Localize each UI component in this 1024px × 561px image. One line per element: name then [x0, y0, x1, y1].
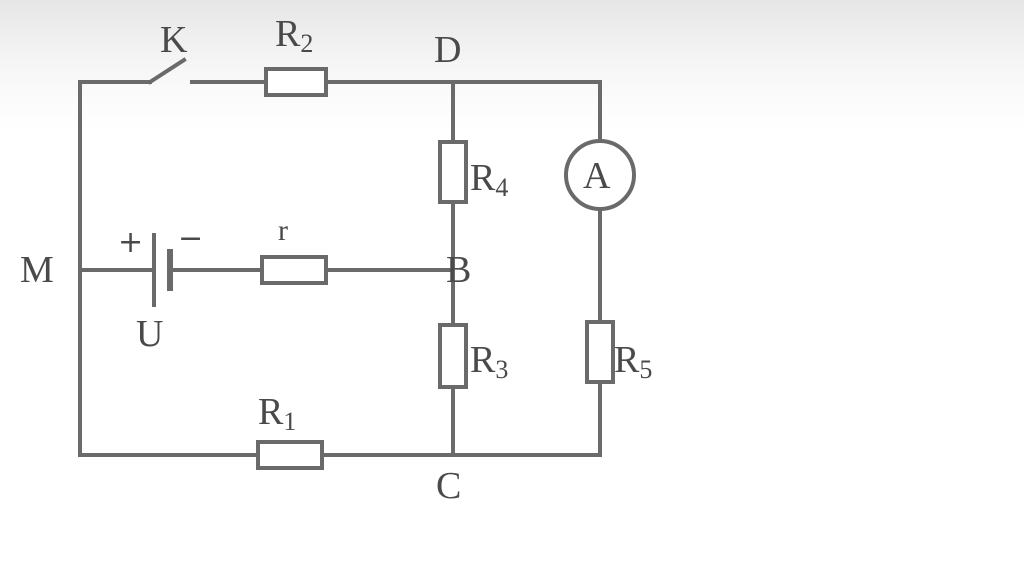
node-d-label: D — [434, 29, 461, 71]
resistor-r5 — [585, 320, 615, 384]
battery-minus-label: − — [178, 221, 203, 256]
top-branch — [78, 57, 602, 97]
resistor-r4-label: R4 — [470, 157, 508, 202]
middle-branch — [78, 233, 455, 307]
node-b-label: B — [446, 249, 471, 291]
resistor-internal-r — [260, 255, 328, 285]
node-m-label: M — [20, 249, 54, 291]
internal-r-label: r — [278, 214, 288, 247]
battery-u-label: U — [136, 313, 163, 355]
resistor-r1 — [256, 440, 324, 470]
resistor-r1-label: R1 — [258, 391, 296, 436]
battery-plus-label: + — [118, 225, 143, 260]
dbc-branch — [438, 80, 468, 457]
resistor-r3-label: R3 — [470, 339, 508, 384]
resistor-r3 — [438, 323, 468, 389]
bottom-branch — [78, 440, 602, 470]
ammeter-label: A — [583, 155, 611, 197]
switch-k-blade — [147, 57, 187, 85]
resistor-r2 — [264, 67, 328, 97]
resistor-r2-label: R2 — [275, 13, 313, 58]
resistor-r5-label: R5 — [614, 339, 652, 384]
right-branch — [564, 80, 636, 457]
switch-k-label: K — [160, 19, 188, 61]
node-c-label: C — [436, 465, 461, 507]
resistor-r4 — [438, 140, 468, 204]
